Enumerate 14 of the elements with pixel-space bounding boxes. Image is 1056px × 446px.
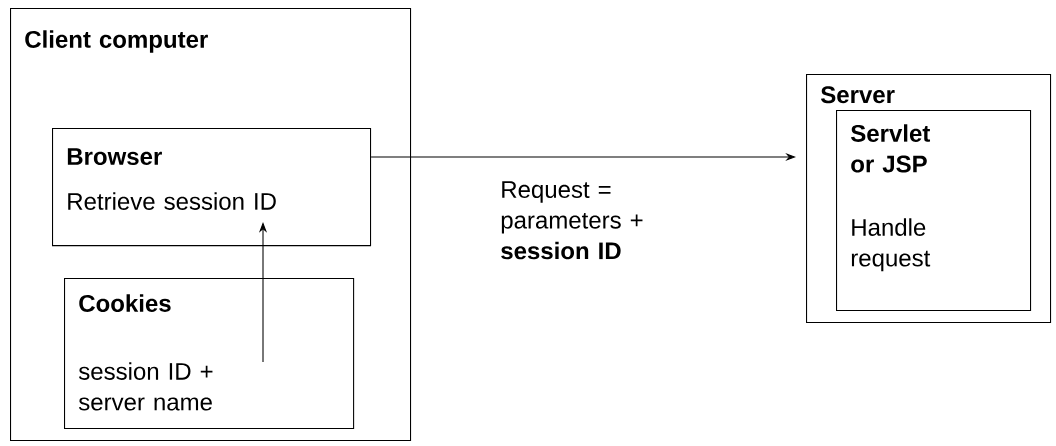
heading: Client computer — [25, 30, 208, 53]
process-box — [836, 110, 1032, 312]
process-box — [52, 128, 372, 247]
edge-label: Request = parameters + session ID — [501, 181, 643, 260]
body-text: session ID + server name — [78, 362, 213, 411]
heading: Cookies — [79, 294, 171, 312]
container-box — [806, 74, 1052, 324]
heading: Browser — [67, 148, 162, 165]
heading: Server — [820, 86, 895, 104]
body-text: Retrieve session ID — [68, 192, 276, 210]
body-text: Handle request — [851, 218, 931, 272]
container-box — [10, 8, 412, 442]
process-box — [64, 278, 355, 430]
heading: Servlet or JSP — [850, 124, 930, 173]
